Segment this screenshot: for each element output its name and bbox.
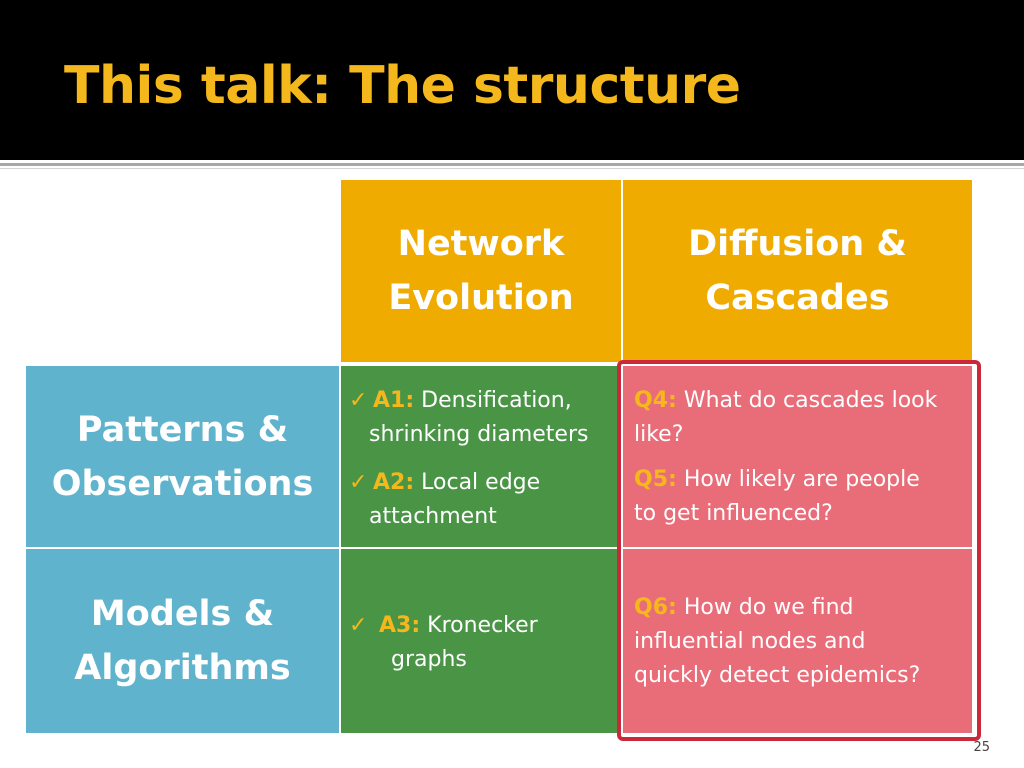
row-line: Algorithms: [74, 648, 291, 688]
answer-a2: ✓A2: Local edge attachment: [349, 466, 540, 534]
question-label: Q5:: [634, 467, 677, 492]
question-text: How do we find: [683, 595, 854, 620]
title-divider: [0, 163, 1024, 166]
question-q6: Q6: How do we find influential nodes and…: [634, 591, 920, 693]
cell-diffusion-patterns: Q4: What do cascades look like? Q5: How …: [623, 366, 972, 547]
question-q5: Q5: How likely are people to get influen…: [634, 463, 920, 531]
row-line: Patterns &: [76, 409, 289, 450]
header-network-evolution: Network Evolution: [341, 180, 621, 362]
header-line: Evolution: [388, 278, 574, 318]
header-line: Cascades: [705, 278, 890, 318]
title-bar: This talk: The structure: [0, 0, 1024, 160]
cell-evolution-models: ✓ A3: Kronecker graphs: [341, 549, 621, 733]
answer-label: A2:: [373, 470, 415, 495]
row-models-algorithms: Models & Algorithms: [26, 549, 339, 733]
header-line: Diffusion &: [688, 224, 907, 264]
check-icon: ✓: [349, 613, 368, 638]
cell-diffusion-models: Q6: How do we find influential nodes and…: [623, 549, 972, 733]
answer-label: A1:: [373, 388, 415, 413]
answer-text: graphs: [391, 647, 467, 672]
answer-label: A3:: [379, 613, 421, 638]
highlight-frame: [617, 360, 981, 741]
check-icon: ✓: [349, 470, 368, 495]
question-text: What do cascades look: [683, 388, 938, 413]
question-text: influential nodes and: [634, 629, 866, 654]
row-line: Models &: [90, 594, 275, 634]
slide-title: This talk: The structure: [64, 56, 741, 116]
answer-a1: ✓A1: Densification, shrinking diameters: [349, 384, 588, 452]
answer-text: Densification,: [421, 388, 572, 413]
header-diffusion-cascades: Diffusion & Cascades: [623, 180, 972, 362]
question-text: to get influenced?: [634, 501, 833, 526]
question-text: How likely are people: [683, 467, 920, 492]
answer-text: Kronecker: [427, 613, 538, 638]
question-label: Q4:: [634, 388, 677, 413]
question-label: Q6:: [634, 595, 677, 620]
row-line: Observations: [51, 463, 314, 504]
answer-a3: ✓ A3: Kronecker graphs: [349, 609, 538, 677]
question-text: like?: [634, 422, 684, 447]
cell-evolution-patterns: ✓A1: Densification, shrinking diameters …: [341, 366, 621, 547]
question-text: quickly detect epidemics?: [634, 663, 921, 688]
row-patterns-observations: Patterns & Observations: [26, 366, 339, 547]
title-divider-thin: [0, 168, 1024, 169]
answer-text: shrinking diameters: [369, 422, 589, 447]
check-icon: ✓: [349, 388, 368, 413]
answer-text: Local edge: [421, 470, 541, 495]
answer-text: attachment: [369, 504, 497, 529]
header-line: Network: [397, 224, 565, 264]
page-number: 25: [973, 740, 990, 755]
question-q4: Q4: What do cascades look like?: [634, 384, 937, 452]
